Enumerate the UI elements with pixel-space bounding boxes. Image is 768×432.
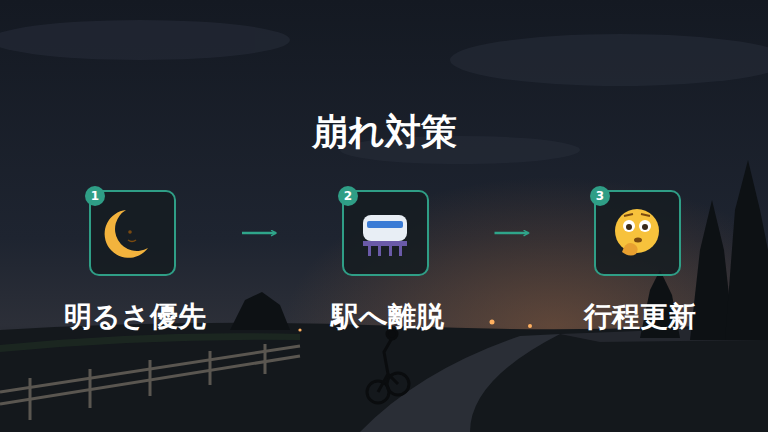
step-number: 2: [344, 190, 352, 202]
hill: [0, 333, 300, 352]
fence-post: [29, 378, 32, 420]
step-number: 1: [91, 190, 99, 202]
fence-post: [149, 360, 152, 396]
pupil: [626, 224, 632, 230]
thinking-face-icon: [615, 209, 659, 256]
step-number: 3: [596, 190, 604, 202]
road: [360, 334, 560, 432]
step-number-badge: 3: [590, 186, 610, 206]
rider: [378, 338, 398, 392]
moon-eye: [128, 230, 132, 234]
step-number-badge: 1: [85, 186, 105, 206]
face: [615, 209, 659, 253]
train-leg: [389, 246, 392, 256]
eye: [639, 220, 651, 232]
lamp: [298, 328, 301, 331]
moon-icon: [105, 210, 148, 258]
lamp: [528, 324, 532, 328]
train-icon: [363, 215, 407, 256]
train-body: [363, 215, 407, 241]
cloud: [450, 34, 768, 86]
train-track: [363, 241, 407, 246]
brow: [624, 214, 650, 216]
tree: [230, 292, 290, 330]
lamp: [490, 320, 495, 325]
step-box: 駅へ離脱2: [342, 190, 429, 276]
train-leg: [399, 246, 402, 256]
step-label: 駅へ離脱: [331, 300, 444, 334]
step-label: 明るさ優先: [64, 300, 206, 334]
clouds: [0, 20, 768, 164]
crescent: [105, 210, 148, 258]
fence-post: [264, 344, 267, 374]
flow-arrow: [242, 232, 276, 235]
fence-post: [209, 351, 212, 385]
mouth: [634, 238, 642, 243]
box-ground: [343, 191, 428, 275]
ground: [0, 322, 768, 432]
train-window: [367, 221, 403, 228]
pupil: [642, 224, 648, 230]
trees: [230, 160, 768, 340]
box-grounds: [90, 191, 680, 275]
step-label: 行程更新: [584, 300, 696, 334]
fence-post: [89, 369, 92, 408]
flow-arrow: [495, 232, 529, 235]
eye: [623, 220, 635, 232]
box-ground: [90, 191, 175, 275]
moon-mouth: [128, 240, 136, 242]
hand: [622, 243, 638, 256]
cloud: [0, 20, 290, 60]
step-box: 行程更新3: [594, 190, 681, 276]
step-number-badge: 2: [338, 186, 358, 206]
tree: [725, 160, 768, 340]
fence-rail: [0, 356, 300, 404]
train-leg: [378, 246, 381, 256]
train-leg: [368, 246, 371, 256]
fence: [0, 344, 300, 420]
slide-title: 崩れ対策: [0, 110, 768, 153]
cyclist: [367, 329, 409, 403]
box-ground: [595, 191, 680, 275]
step-box: 明るさ優先1: [89, 190, 176, 276]
